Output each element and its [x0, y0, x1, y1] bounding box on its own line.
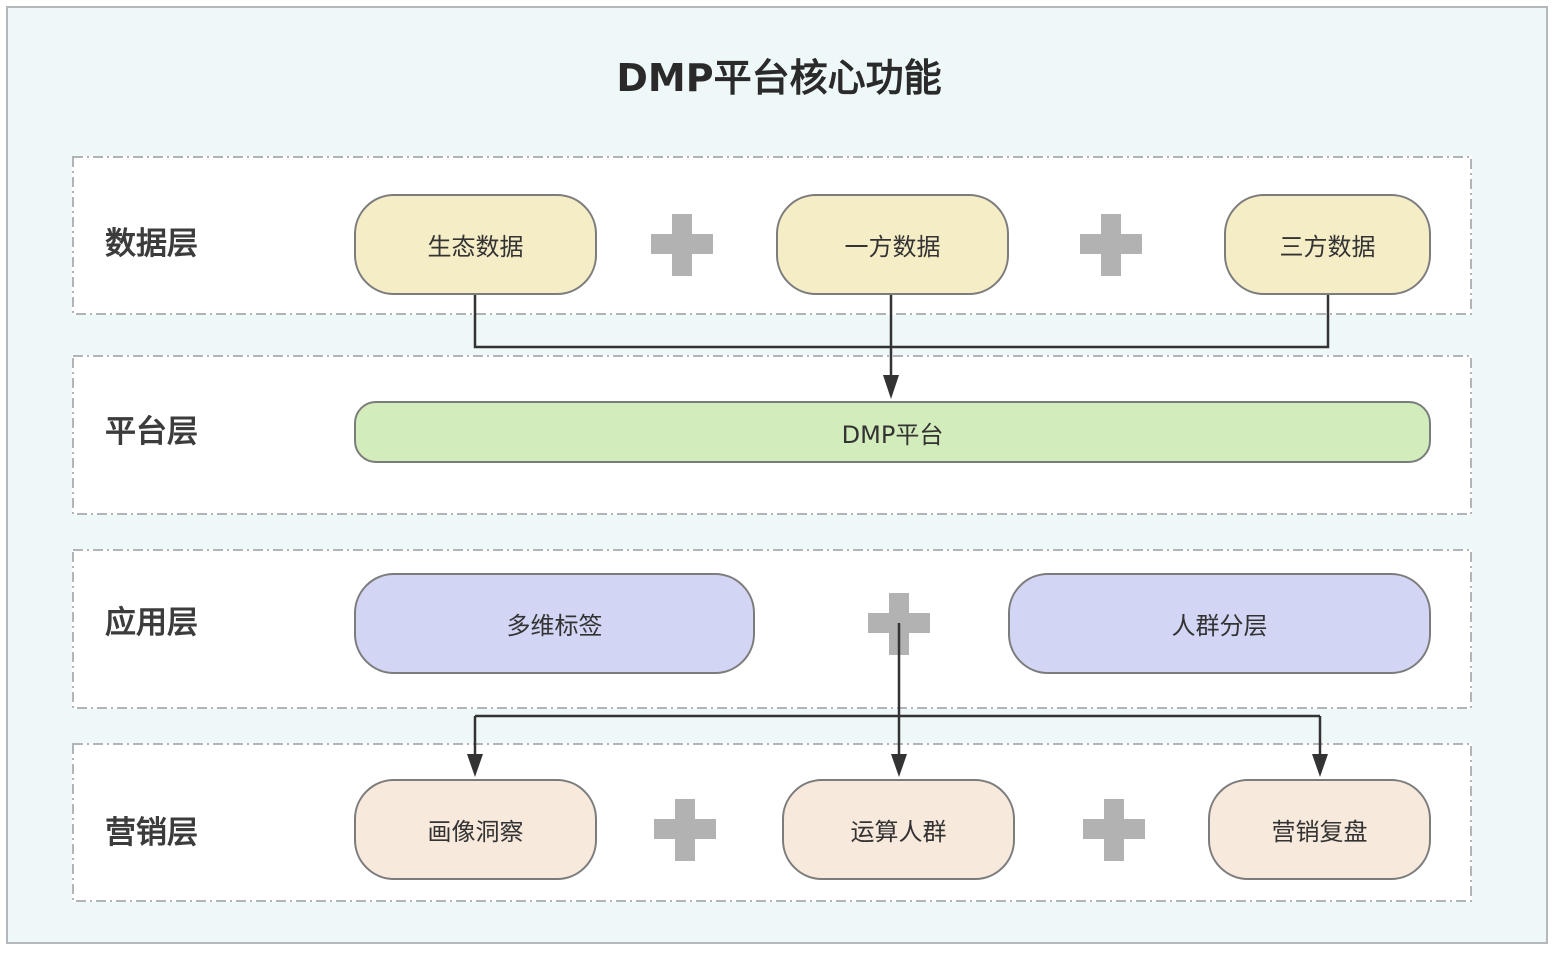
layer-label-data: 数据层: [105, 226, 198, 262]
plus-icon: [1083, 799, 1145, 861]
node-ecosystem-data: 生态数据: [354, 194, 597, 295]
plus-icon: [654, 799, 716, 861]
node-third-party-data: 三方数据: [1224, 194, 1431, 295]
diagram-title: DMP平台核心功能: [616, 56, 942, 100]
node-audience-segmentation: 人群分层: [1008, 573, 1431, 674]
node-multidim-tags: 多维标签: [354, 573, 755, 674]
layer-label-application: 应用层: [105, 605, 198, 641]
plus-icon: [651, 214, 713, 276]
plus-icon: [868, 593, 930, 655]
node-profile-insight: 画像洞察: [354, 779, 597, 880]
plus-icon: [1080, 214, 1142, 276]
layer-label-marketing: 营销层: [105, 815, 198, 851]
layer-label-platform: 平台层: [105, 414, 198, 450]
node-marketing-review: 营销复盘: [1208, 779, 1431, 880]
node-audience-computation: 运算人群: [782, 779, 1015, 880]
node-first-party-data: 一方数据: [776, 194, 1009, 295]
node-dmp-platform: DMP平台: [354, 401, 1431, 463]
